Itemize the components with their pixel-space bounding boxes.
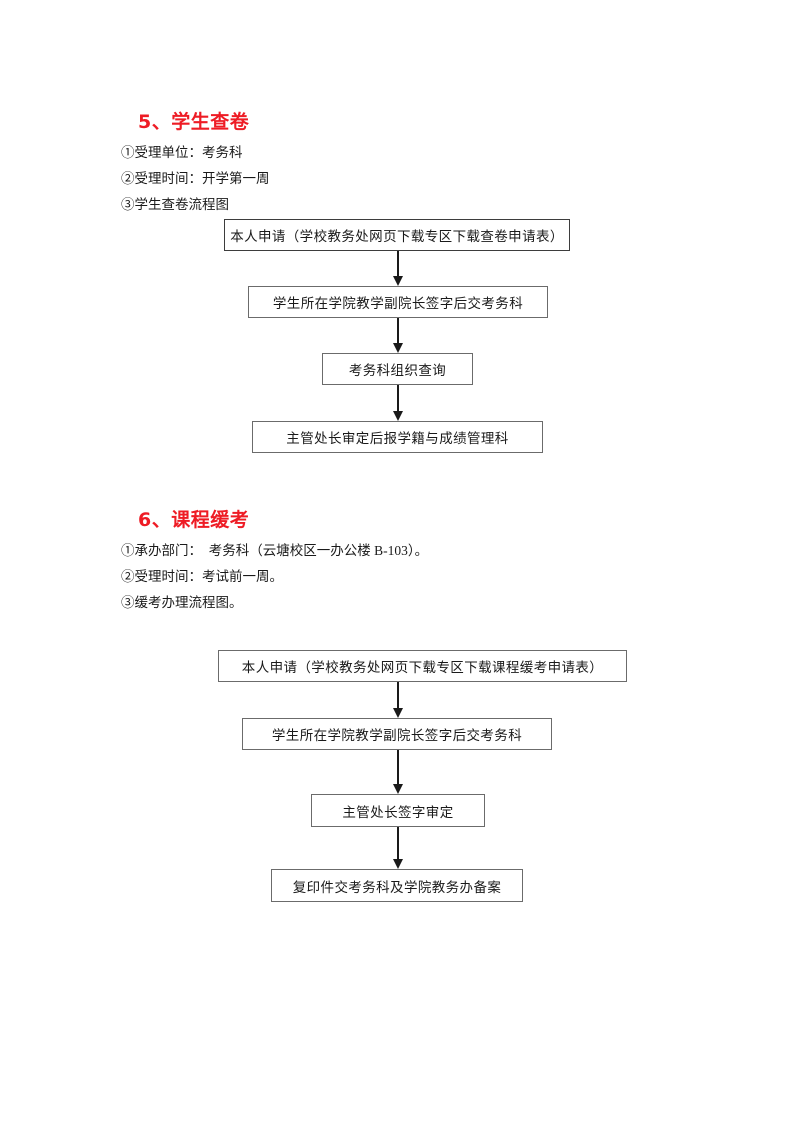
section-heading-6: 6、课程缓考 xyxy=(138,509,250,531)
flowchart-2-arrow-3 xyxy=(392,827,403,869)
section-6-line-2: ②受理时间：考试前一周。 xyxy=(121,569,283,584)
flowchart-1-box-2: 学生所在学院教学副院长签字后交考务科 xyxy=(248,286,548,318)
section-5-line-2: ②受理时间：开学第一周 xyxy=(121,171,270,186)
section-6-line-3: ③缓考办理流程图。 xyxy=(121,595,243,610)
flowchart-1-box-1: 本人申请（学校教务处网页下载专区下载查卷申请表） xyxy=(224,219,570,251)
flowchart-2-box-1: 本人申请（学校教务处网页下载专区下载课程缓考申请表） xyxy=(218,650,627,682)
section-5-line-1: ①受理单位：考务科 xyxy=(121,145,243,160)
flowchart-2-box-4: 复印件交考务科及学院教务办备案 xyxy=(271,869,523,902)
flowchart-2-box-2: 学生所在学院教学副院长签字后交考务科 xyxy=(242,718,552,750)
flowchart-1-arrow-1 xyxy=(392,251,403,286)
section-5-line-3: ③学生查卷流程图 xyxy=(121,197,229,212)
section-heading-5: 5、学生查卷 xyxy=(138,111,250,133)
flowchart-1-box-4: 主管处长审定后报学籍与成绩管理科 xyxy=(252,421,543,453)
section-6-line-1: ①承办部门： 考务科（云塘校区一办公楼 B-103）。 xyxy=(121,543,429,558)
flowchart-1-arrow-2 xyxy=(392,318,403,353)
flowchart-2-box-3: 主管处长签字审定 xyxy=(311,794,485,827)
flowchart-2-arrow-1 xyxy=(392,682,403,718)
flowchart-1-box-3: 考务科组织查询 xyxy=(322,353,473,385)
flowchart-1-arrow-3 xyxy=(392,385,403,421)
flowchart-2-arrow-2 xyxy=(392,750,403,794)
